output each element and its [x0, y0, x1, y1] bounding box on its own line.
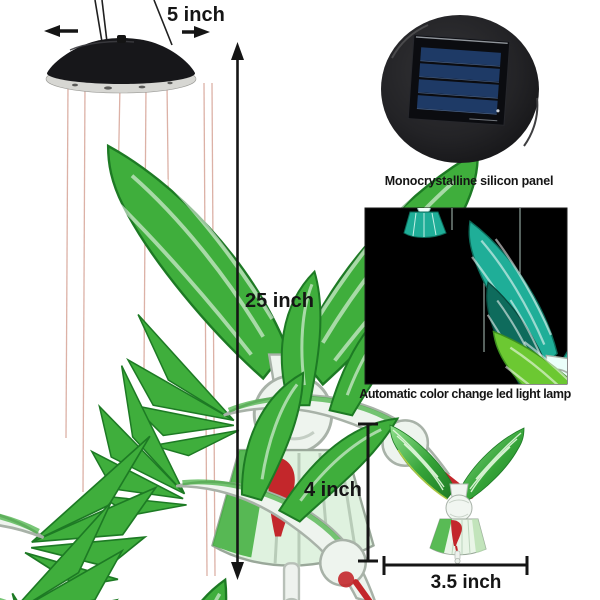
hanging-strings — [65, 82, 216, 577]
bird-width-bracket — [382, 556, 529, 575]
bird-height-label: 4 inch — [304, 479, 362, 501]
width-dimension-label: 5 inch — [167, 4, 225, 26]
solar-cell-panel — [407, 34, 511, 126]
height-measure — [231, 42, 244, 580]
hanger-string — [94, 0, 173, 46]
lit-hummingbird-teal-small — [403, 208, 447, 238]
measure-arrow-down-icon — [231, 562, 244, 580]
bird-height-bracket — [358, 422, 378, 563]
led-lamp-caption: Automatic color change led light lamp — [359, 387, 571, 401]
bird-width-label: 3.5 inch — [430, 572, 502, 593]
bird-size-diagram — [358, 422, 529, 575]
measure-arrow-up-icon — [231, 42, 244, 60]
led-lamp-photo — [364, 207, 568, 385]
width-measure — [44, 25, 210, 38]
measure-arrow-left-icon — [44, 25, 60, 37]
solar-panel-caption: Monocrystalline silicon panel — [384, 174, 554, 188]
solar-top-disc — [45, 35, 197, 94]
solar-panel-photo — [381, 15, 539, 163]
measure-arrow-right-icon — [194, 26, 210, 38]
wind-chime-photo — [0, 0, 479, 600]
height-dimension-label: 25 inch — [245, 290, 314, 312]
